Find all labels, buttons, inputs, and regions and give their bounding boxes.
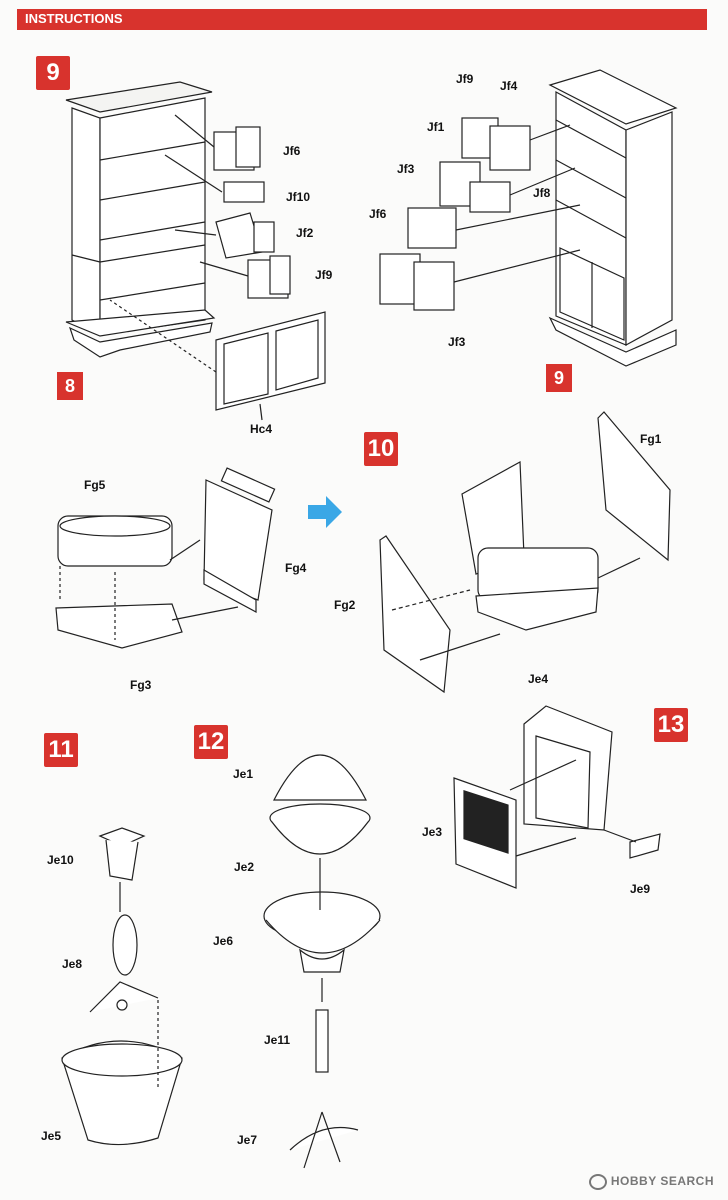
basin-stand-illustration: [263, 754, 381, 1169]
step-12-badge: 12: [194, 725, 228, 759]
part-label-je6: Je6: [213, 934, 234, 948]
sub-step-9-tag: 9: [546, 364, 572, 392]
part-label-je7: Je7: [237, 1133, 258, 1147]
part-label-fg4: Fg4: [285, 561, 307, 575]
part-label-je11: Je11: [264, 1033, 291, 1047]
part-label-jf9: Jf9: [315, 268, 333, 282]
part-label-je10: Je10: [47, 853, 74, 867]
part-label-fg3: Fg3: [130, 678, 152, 692]
step-13-badge: 13: [654, 708, 688, 742]
hobby-search-logo-icon: [588, 1174, 607, 1190]
books-right-illustration: [379, 117, 531, 311]
sub-step-8-tag: 8: [57, 372, 83, 400]
part-label-jf3: Jf3: [448, 335, 466, 349]
header-title: INSTRUCTIONS: [25, 11, 123, 26]
part-label-je1: Je1: [233, 767, 254, 781]
watermark-text: HOBBY SEARCH: [610, 1174, 714, 1189]
part-label-jf2: Jf2: [296, 226, 314, 240]
cabinet-illustration: [453, 705, 661, 889]
part-label-je5: Je5: [41, 1129, 62, 1143]
step-10-badge: 10: [364, 432, 398, 466]
lamp-illustration: [61, 827, 183, 1146]
part-label-jf10: Jf10: [286, 190, 311, 204]
part-label-fg1: Fg1: [640, 432, 662, 446]
part-label-jf8: Jf8: [533, 186, 551, 200]
chair-seat-assembly-illustration: [55, 467, 276, 649]
part-label-jf6: Jf6: [369, 207, 387, 221]
books-left-illustration: [213, 126, 291, 299]
doors-hc4-illustration: [215, 311, 326, 411]
bookcase-right-illustration: [548, 69, 678, 367]
part-label-jf4: Jf4: [500, 79, 518, 93]
part-label-je8: Je8: [62, 957, 83, 971]
part-label-je4: Je4: [528, 672, 549, 686]
part-label-jf9: Jf9: [456, 72, 474, 86]
part-label-je3: Je3: [422, 825, 443, 839]
part-label-je2: Je2: [234, 860, 255, 874]
part-label-hc4: Hc4: [250, 422, 273, 436]
part-label-jf3: Jf3: [397, 162, 415, 176]
part-label-fg2: Fg2: [334, 598, 356, 612]
instructions-header: INSTRUCTIONS: [17, 9, 707, 30]
blue-arrow-icon: [308, 496, 342, 528]
chair-assembled-illustration: [379, 411, 671, 694]
part-label-je9: Je9: [630, 882, 651, 896]
step-11-badge: 11: [44, 733, 78, 767]
part-label-jf1: Jf1: [427, 120, 445, 134]
bookcase-left-illustration: [65, 81, 216, 358]
step-9-badge: 9: [36, 56, 70, 90]
hobby-search-watermark: HOBBY SEARCH: [588, 1174, 714, 1190]
part-label-jf6: Jf6: [283, 144, 301, 158]
part-label-fg5: Fg5: [84, 478, 106, 492]
